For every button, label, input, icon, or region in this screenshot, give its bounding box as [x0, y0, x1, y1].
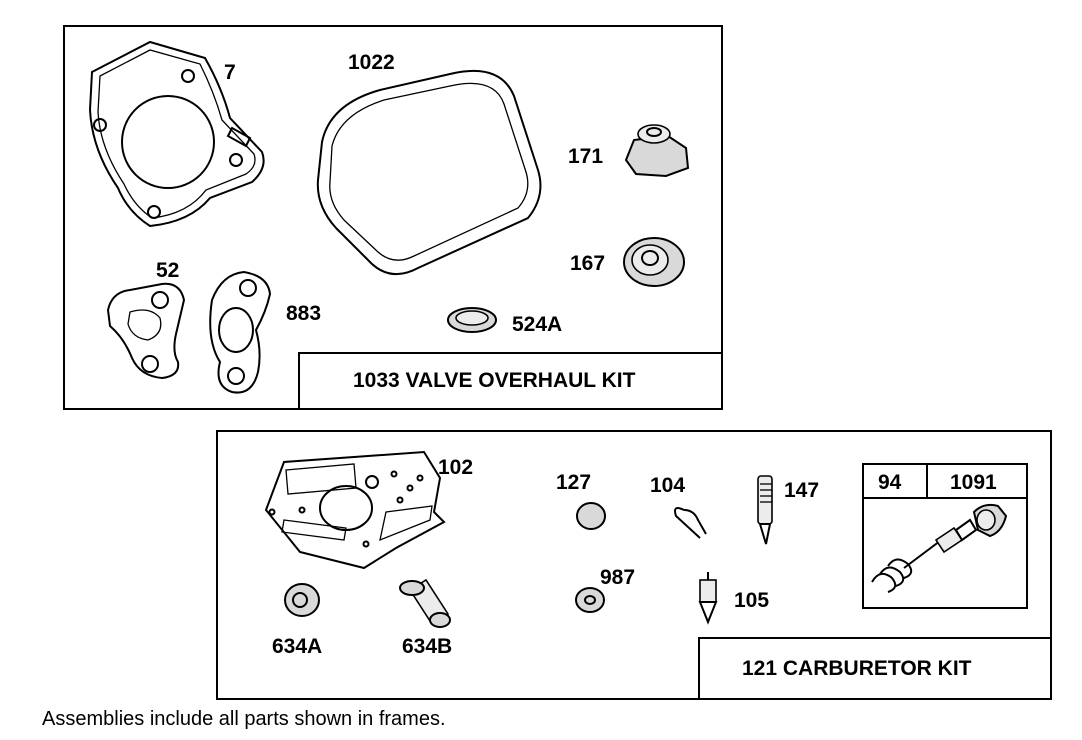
small-gasket-883 — [209, 270, 272, 394]
valve-nut — [624, 124, 690, 178]
mixture-screw-assembly — [871, 503, 1008, 593]
valve-kit-title-box — [298, 352, 723, 410]
callout-102: 102 — [438, 456, 474, 479]
callout-105: 105 — [734, 589, 770, 612]
inlet-needle-105 — [698, 572, 718, 625]
callout-171: 171 — [568, 145, 604, 168]
callout-147: 147 — [784, 479, 820, 502]
callout-167: 167 — [570, 252, 606, 275]
callout-1022: 1022 — [348, 51, 395, 74]
callout-883: 883 — [286, 302, 322, 325]
small-gasket-52 — [106, 282, 186, 380]
valve-ring-524A — [447, 307, 497, 333]
valve-kit-title: 1033 VALVE OVERHAUL KIT — [353, 369, 636, 392]
callout-94: 94 — [878, 471, 902, 494]
callout-524A: 524A — [512, 313, 563, 336]
callout-7: 7 — [224, 61, 236, 84]
valve-cover-gasket — [316, 69, 542, 275]
callout-104: 104 — [650, 474, 686, 497]
carburetor-kit-title-box — [698, 637, 1052, 700]
carburetor-kit-title: 121 CARBURETOR KIT — [742, 657, 972, 680]
bushing-634A — [284, 583, 320, 617]
callout-634A: 634A — [272, 635, 323, 658]
cylinder-head-gasket — [88, 40, 265, 228]
valve-seal — [623, 237, 685, 287]
float-pin-104 — [674, 507, 707, 539]
screw-147 — [757, 475, 773, 545]
callout-1091: 1091 — [950, 471, 997, 494]
callout-634B: 634B — [402, 635, 453, 658]
welch-plug-127 — [576, 502, 606, 530]
sub-kit-cell-1091 — [926, 463, 1028, 499]
callout-52: 52 — [156, 259, 180, 282]
carburetor-kit-frame — [216, 430, 1052, 700]
footnote: Assemblies include all parts shown in fr… — [42, 708, 446, 730]
carburetor-gasket-102 — [264, 450, 446, 570]
callout-987: 987 — [600, 566, 636, 589]
callout-127: 127 — [556, 471, 592, 494]
washer-987 — [575, 587, 605, 613]
bushing-634B — [399, 578, 451, 628]
